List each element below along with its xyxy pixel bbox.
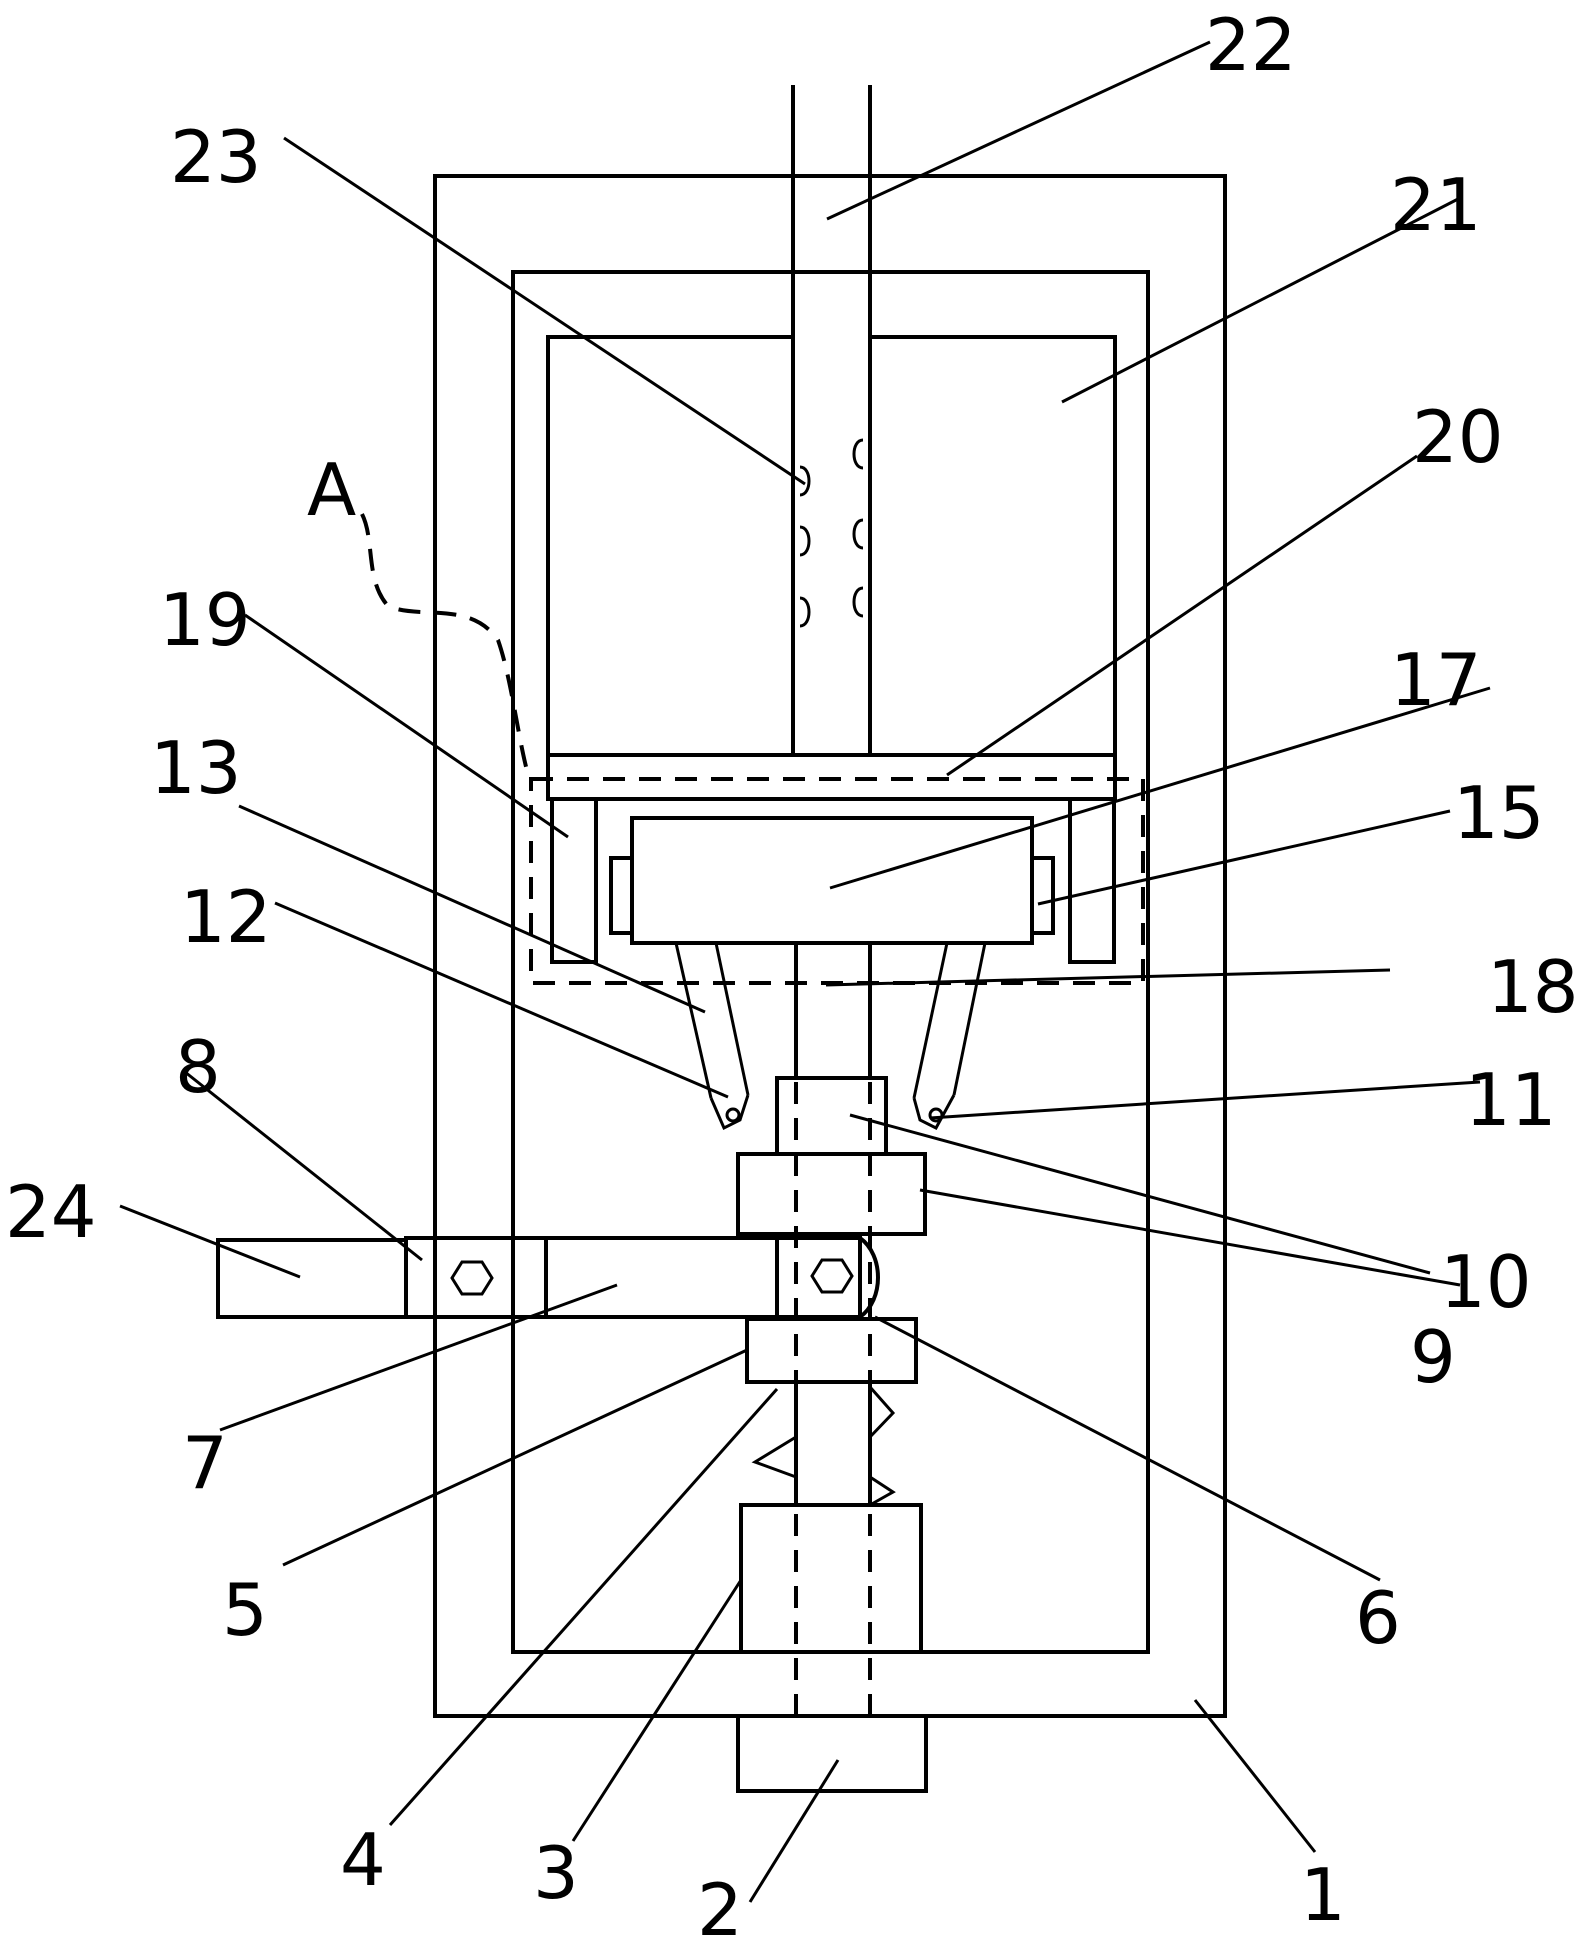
label-10: 10 (1440, 1240, 1532, 1324)
label-18: 18 (1487, 945, 1578, 1029)
foot (736, 1714, 928, 1793)
inner-frame (511, 270, 1150, 1654)
chamber-right (868, 335, 1117, 757)
leader-a (360, 513, 531, 779)
label-9: 9 (1410, 1315, 1456, 1399)
pivot-bolt-icon (450, 1260, 494, 1296)
labels: 1 2 3 4 5 6 7 8 9 10 11 12 13 15 17 18 1… (5, 3, 1578, 1936)
label-7: 7 (182, 1421, 228, 1505)
label-19: 19 (159, 578, 251, 662)
lever-arm (544, 1236, 779, 1319)
chamber-left (546, 335, 795, 757)
link-right (912, 942, 987, 1130)
label-2: 2 (697, 1868, 743, 1936)
leader-lines (119, 40, 1491, 1903)
lug-left (609, 856, 634, 935)
label-17: 17 (1390, 638, 1482, 722)
label-6: 6 (1355, 1576, 1401, 1660)
label-5: 5 (222, 1568, 268, 1652)
label-A: A (307, 448, 356, 532)
label-21: 21 (1390, 163, 1482, 247)
label-20: 20 (1412, 395, 1504, 479)
link-left (674, 942, 750, 1131)
compression-spring (751, 1382, 896, 1507)
block (630, 816, 1034, 945)
label-3: 3 (533, 1831, 579, 1915)
label-8: 8 (175, 1025, 221, 1109)
label-4: 4 (340, 1818, 386, 1902)
handle (216, 1238, 408, 1319)
label-24: 24 (5, 1170, 97, 1254)
label-1: 1 (1300, 1853, 1346, 1936)
label-12: 12 (180, 875, 272, 959)
pivot-block (404, 1236, 548, 1319)
label-11: 11 (1465, 1058, 1557, 1142)
label-13: 13 (150, 726, 242, 810)
lug-right (1030, 856, 1055, 935)
label-23: 23 (170, 115, 262, 199)
hinge-bolt-icon (810, 1258, 854, 1294)
lever-tip (858, 1236, 880, 1319)
base-block (739, 1503, 923, 1654)
post-left (550, 797, 598, 964)
lever-head (775, 1236, 862, 1319)
label-22: 22 (1205, 3, 1297, 87)
label-15: 15 (1453, 771, 1545, 855)
lower-block (745, 1317, 918, 1384)
detail-box-a (529, 777, 1145, 985)
upper-block (736, 1152, 927, 1236)
post-right (1068, 797, 1116, 964)
spring-coils (799, 438, 864, 628)
